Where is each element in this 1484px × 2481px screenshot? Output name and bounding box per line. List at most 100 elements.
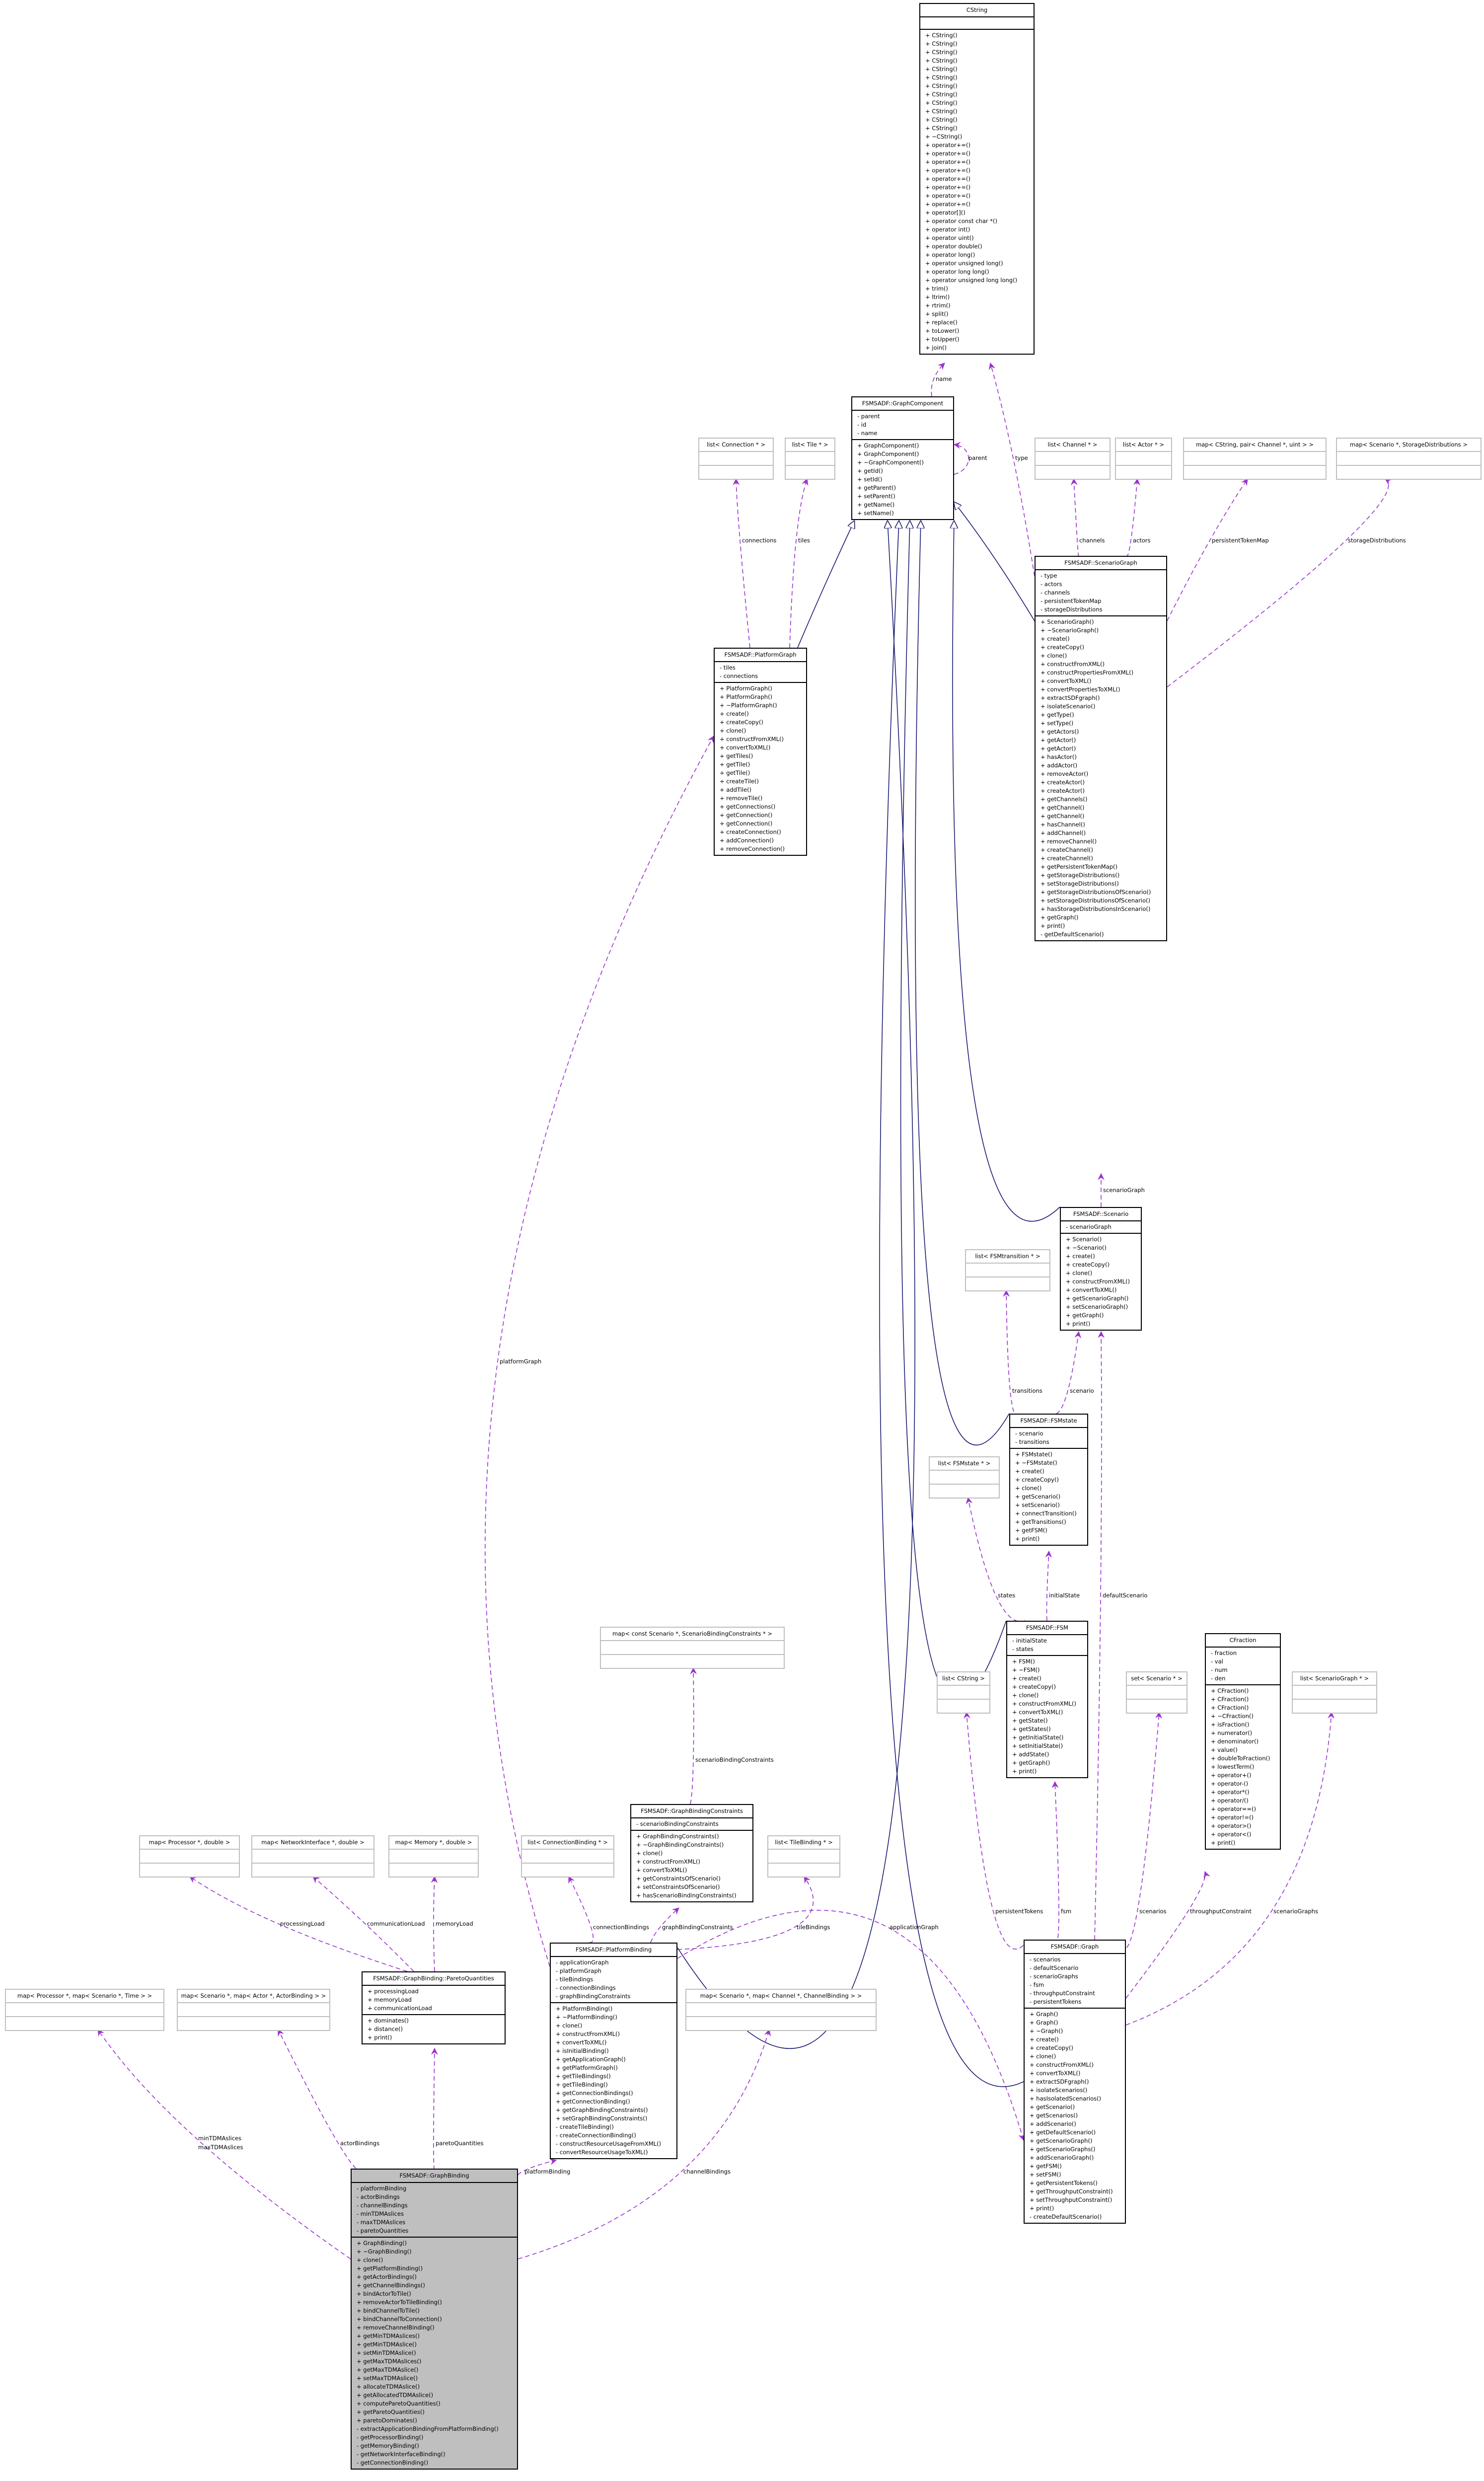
class-attributes [699,452,773,466]
method: + constructFromXML() [636,1858,700,1865]
method: + ~FSM() [1012,1666,1040,1673]
class-box-scenario-graph[interactable]: FSMSADF::ScenarioGraph- type- actors- ch… [1035,556,1167,941]
class-box-list-fsmtransition[interactable]: list< FSMtransition * > [965,1249,1050,1291]
class-box-list-connection[interactable]: list< Connection * > [698,438,774,480]
method: + numerator() [1211,1729,1253,1736]
method: + ~FSMstate() [1015,1459,1057,1466]
method: + operator uint() [925,234,974,241]
class-box-map-memory[interactable]: map< Memory *, double > [388,1835,479,1878]
method: + getParetoQuantities() [357,2408,425,2415]
class-box-list-tilebinding[interactable]: list< TileBinding * > [767,1835,840,1878]
class-box-map-sbc[interactable]: map< const Scenario *, ScenarioBindingCo… [600,1627,785,1669]
class-box-platform-binding[interactable]: FSMSADF::PlatformBinding- applicationGra… [550,1943,677,2159]
edge-label: fsm [1061,1908,1071,1915]
attribute: - persistentTokenMap [1040,598,1102,604]
usage-edge-memoryLoad [431,1876,438,1972]
usage-edge-type [988,362,1035,577]
method: + operator+=() [925,175,970,182]
edge-label: platformGraph [500,1358,541,1365]
method: + setGraphBindingConstraints() [556,2115,648,2122]
class-box-map-storage[interactable]: map< Scenario *, StorageDistributions > [1336,438,1482,480]
class-title: set< Scenario * > [1127,1672,1187,1686]
method: + getChannels() [1040,796,1088,803]
method: + createChannel() [1040,855,1093,862]
class-box-graph-component[interactable]: FSMSADF::GraphComponent- parent- id- nam… [851,396,954,520]
class-box-cstring[interactable]: CString+ CString()+ CString()+ CString()… [919,3,1035,355]
usage-edge-scenarioGraphs [1125,1711,1335,2026]
method: + constructFromXML() [1012,1700,1076,1707]
class-box-list-scenariograph[interactable]: list< ScenarioGraph * > [1292,1671,1377,1714]
method: + removeChannel() [1040,838,1097,845]
method: + denominator() [1211,1738,1259,1745]
class-attributes: + processingLoad+ memoryLoad+ communicat… [363,1986,505,2015]
usage-edge-channels [1070,478,1079,557]
method: + CFraction() [1211,1687,1249,1694]
method: + clone() [1015,1485,1042,1492]
class-box-list-cstring[interactable]: list< CString > [937,1671,990,1714]
class-attributes [601,1641,784,1655]
method: + getScenarioGraph() [1030,2137,1093,2144]
method: + create() [1030,2036,1059,2043]
class-box-list-fsmstate[interactable]: list< FSMstate * > [929,1456,1000,1499]
class-box-platform-graph[interactable]: FSMSADF::PlatformGraph- tiles- connectio… [714,648,807,856]
class-box-cfraction[interactable]: CFraction- fraction- val- num- den+ CFra… [1205,1633,1281,1850]
edge-label: type [1015,454,1028,461]
method: + distance() [368,2026,403,2032]
class-title: list< CString > [938,1672,989,1686]
method: + getChannel() [1040,813,1085,820]
method: + toLower() [925,327,960,334]
usage-edge-paretoQuantities [431,2047,438,2170]
method: + CFraction() [1211,1696,1249,1703]
class-title: FSMSADF::FSMstate [1010,1415,1087,1428]
class-box-pareto[interactable]: FSMSADF::GraphBinding::ParetoQuantities+… [362,1971,506,2044]
class-box-gbc[interactable]: FSMSADF::GraphBindingConstraints- scenar… [630,1804,753,1902]
class-box-graph[interactable]: FSMSADF::Graph- scenarios- defaultScenar… [1024,1940,1126,2224]
class-box-map-actorbinding[interactable]: map< Scenario *, map< Actor *, ActorBind… [177,1989,330,2031]
method: + setInitialState() [1012,1742,1063,1749]
method: + getScenarioGraphs() [1030,2146,1096,2153]
edge-label: defaultScenario [1103,1592,1147,1599]
class-box-list-actor[interactable]: list< Actor * > [1115,438,1172,480]
class-box-map-processor[interactable]: map< Processor *, double > [139,1835,240,1878]
method: - constructResourceUsageFromXML() [556,2140,662,2147]
method: + constructPropertiesFromXML() [1040,669,1134,676]
method: + getState() [1012,1717,1048,1724]
usage-edge-processingLoad [189,1876,408,1972]
method: + isolateScenario() [1040,703,1096,710]
inheritance-edge [915,521,1010,1445]
class-methods [140,1864,239,1877]
class-box-map-channelbinding[interactable]: map< Scenario *, map< Channel *, Channel… [685,1989,877,2031]
class-box-list-tile[interactable]: list< Tile * > [785,438,835,480]
edge-label: parent [968,454,987,461]
method: + createCopy() [1030,2044,1073,2051]
method: + PlatformGraph() [720,693,773,700]
usage-edge-graphBindingConstraints [650,1907,679,1943]
class-box-set-scenario[interactable]: set< Scenario * > [1126,1671,1187,1714]
edge-label: minTDMAslices [198,2135,241,2142]
class-box-list-connbinding[interactable]: list< ConnectionBinding * > [521,1835,614,1878]
class-box-fsm-state[interactable]: FSMSADF::FSMstate- scenario- transitions… [1009,1414,1088,1546]
method: + print() [1040,922,1065,929]
method: + create() [1066,1253,1095,1260]
class-box-scenario[interactable]: FSMSADF::Scenario- scenarioGraph+ Scenar… [1060,1207,1142,1331]
method: + convertToXML() [556,2039,607,2046]
method: + convertToXML() [720,744,771,751]
class-box-map-ni[interactable]: map< NetworkInterface *, double > [251,1835,374,1878]
class-attributes [1337,452,1481,466]
method: + operator[]() [925,209,965,216]
class-box-graph-binding[interactable]: FSMSADF::GraphBinding- platformBinding- … [351,2169,518,2470]
attribute: - maxTDMAslices [357,2219,406,2226]
class-attributes [930,1471,999,1485]
method: + value() [1211,1746,1238,1753]
method: + paretoDominates() [357,2417,417,2424]
class-box-list-channel[interactable]: list< Channel * > [1035,438,1111,480]
class-title: CFraction [1206,1634,1280,1648]
attribute: - channels [1040,589,1070,596]
class-box-map-token[interactable]: map< CString, pair< Channel *, uint > > [1183,438,1327,480]
method: + CString() [925,125,958,132]
class-box-fsm[interactable]: FSMSADF::FSM- initialState- states+ FSM(… [1006,1621,1088,1778]
method: + createCopy() [720,719,763,726]
class-box-map-time[interactable]: map< Processor *, map< Scenario *, Time … [5,1989,164,2031]
class-title: map< Memory *, double > [389,1836,478,1850]
method: + operator unsigned long() [925,260,1003,267]
